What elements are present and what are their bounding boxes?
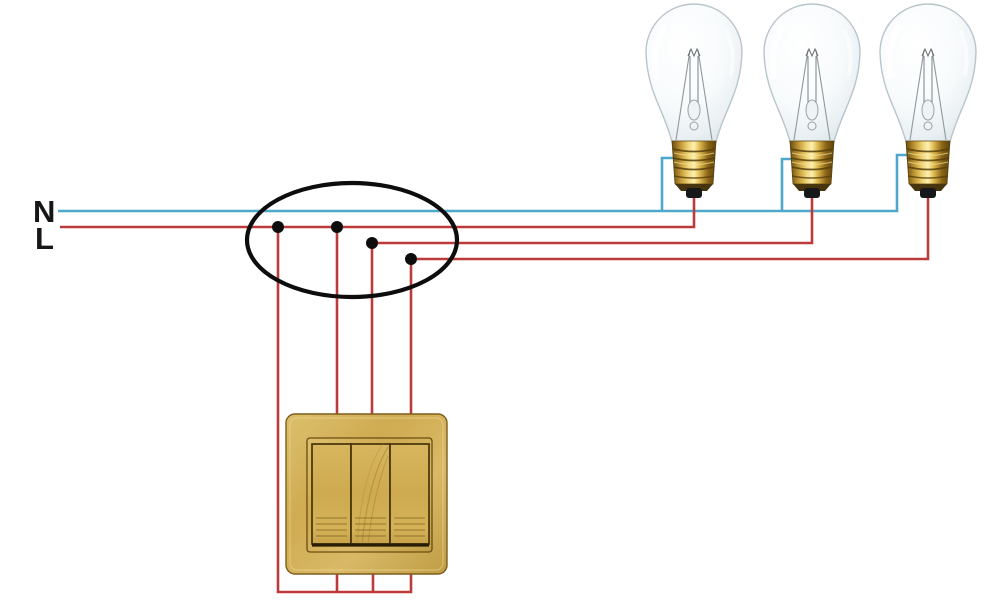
junction-box: [244, 180, 460, 300]
live-label: L: [35, 221, 54, 256]
junction-dot-2: [331, 221, 343, 233]
neutral-tap-bulb-2: [780, 157, 792, 211]
neutral-wire-main: [58, 153, 909, 213]
rocker-1: [311, 443, 352, 545]
switched-wire-bulb-2: [372, 191, 814, 245]
bulb-2: [764, 4, 860, 198]
neutral-tap-bulb-1: [660, 156, 675, 211]
wood-grain: [367, 455, 389, 545]
wall-switch: [285, 413, 448, 575]
bulb-3: [880, 4, 976, 198]
neutral-label: N: [33, 194, 55, 229]
wood-grain: [356, 443, 384, 545]
switched-wire-bulb-3: [411, 191, 930, 261]
junction-dot-4: [405, 253, 417, 265]
junction-dot-3: [366, 237, 378, 249]
junction-dot-1: [272, 221, 284, 233]
bulb-1: [646, 4, 742, 198]
wiring: [58, 153, 930, 594]
live-feed-wire: [60, 191, 696, 229]
switch-plate-bevel: [289, 417, 444, 571]
rocker-ridges: [316, 517, 425, 537]
junction-box-outline: [244, 180, 460, 300]
rocker-3: [389, 443, 430, 545]
